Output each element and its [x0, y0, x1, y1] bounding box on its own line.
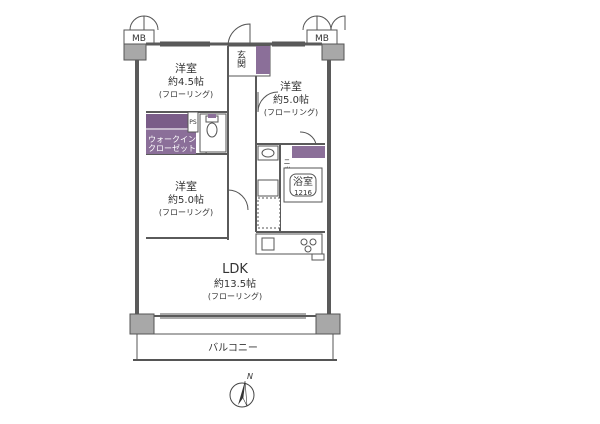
balcony-label: バルコニー — [208, 342, 258, 354]
ldk-size: 約13.5帖 — [214, 277, 256, 290]
mb-left-door-icon — [129, 15, 159, 31]
pillar-bottom-left — [129, 313, 155, 335]
western2-name: 洋室 — [280, 79, 302, 93]
western2-floor: (フローリング) — [264, 107, 318, 117]
compass-icon — [229, 380, 255, 408]
western1-floor: (フローリング) — [159, 89, 213, 99]
entrance-door-icon — [227, 23, 251, 47]
north-label: N — [247, 372, 253, 381]
ldk-floor: (フローリング) — [208, 291, 262, 301]
balcony — [136, 333, 334, 361]
mb-left-label: MB — [132, 34, 146, 44]
walkin-label-2: クローゼット — [148, 143, 196, 153]
bath-label: 浴室 — [293, 175, 313, 188]
bottom-windows — [160, 313, 306, 319]
ldk-name: LDK — [222, 262, 248, 277]
pillar-top-left — [123, 43, 147, 61]
washer-space-2 — [257, 197, 281, 229]
ps-box — [187, 111, 199, 133]
bath-size-label: 1216 — [294, 189, 312, 197]
mb-right-door-icon — [302, 15, 346, 31]
bathtub-icon — [283, 167, 323, 203]
top-windows — [160, 41, 305, 47]
western3-name: 洋室 — [175, 179, 197, 193]
ps-label: PS — [189, 119, 197, 126]
mb-right-label: MB — [315, 34, 329, 44]
kitchen-icon — [255, 233, 325, 261]
exterior-walls — [135, 42, 331, 317]
western2-size: 約5.0帖 — [273, 93, 309, 106]
western2-closet — [292, 146, 325, 158]
walkin-closet-band — [146, 114, 196, 128]
pillar-top-right — [321, 43, 345, 61]
western3-floor: (フローリング) — [159, 207, 213, 217]
western1-size: 約4.5帖 — [168, 75, 204, 88]
western1-name: 洋室 — [175, 61, 197, 75]
western3-size: 約5.0帖 — [168, 193, 204, 206]
shoe-closet — [256, 46, 270, 74]
walkin-label-1: ウォークイン — [148, 135, 196, 144]
washer-space — [257, 179, 279, 197]
washbasin-icon — [257, 145, 279, 161]
pillar-bottom-right — [315, 313, 341, 335]
toilet-icon — [199, 113, 227, 153]
entrance-label: 玄関 — [235, 49, 246, 69]
